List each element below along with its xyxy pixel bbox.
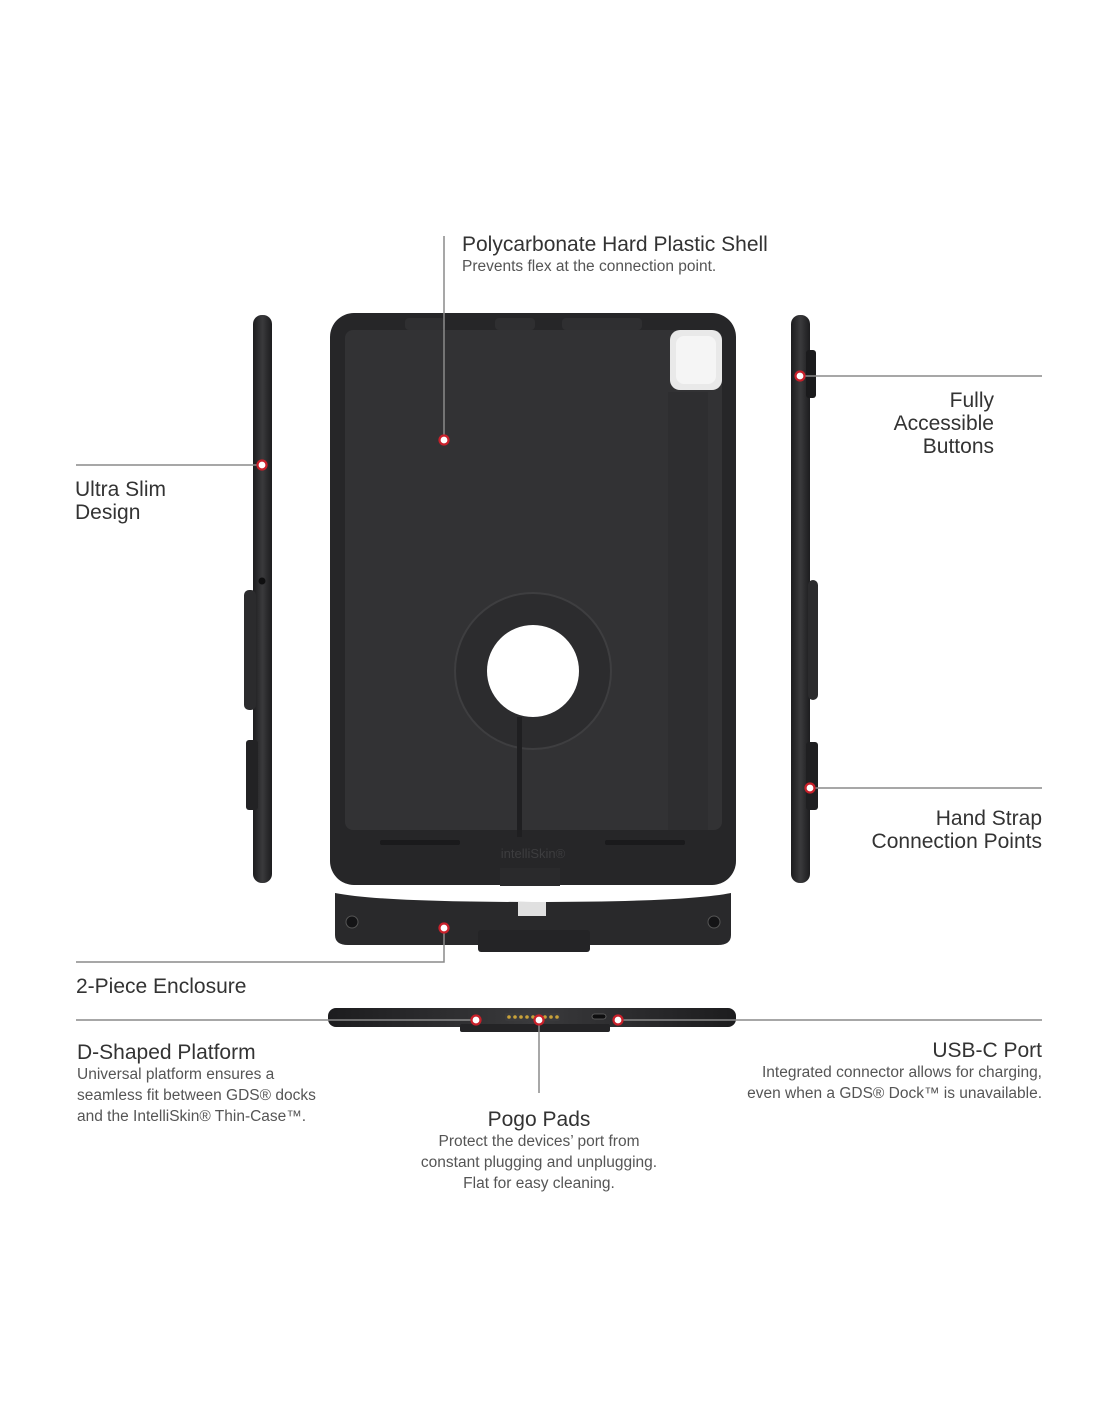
callout-platform-desc: Universal platform ensures a seamless fi… [77,1066,316,1125]
marker-usbc-icon [612,1014,624,1026]
marker-pogo-icon [533,1014,545,1026]
callout-markers [256,370,816,1026]
marker-buttons-icon [794,370,806,382]
callout-platform-title: D-Shaped Platform [77,1041,256,1064]
usb-c-port-icon [591,1013,607,1020]
callout-shell: Polycarbonate Hard Plastic Shell Prevent… [462,233,768,277]
callout-enclosure-title: 2-Piece Enclosure [76,975,247,998]
ring-cutout-icon [487,625,579,717]
callout-platform: D-Shaped Platform Universal platform ens… [77,1041,316,1127]
callout-pogo: Pogo Pads Protect the devices’ port from… [389,1108,689,1194]
callout-usbc: USB-C Port Integrated connector allows f… [682,1039,1042,1104]
left-side-profile [244,315,272,883]
marker-slim-icon [256,459,268,471]
bottom-edge-profile [328,1008,736,1032]
leader-lines [76,236,1042,1093]
case-logo-text: intelliSkin® [501,846,566,861]
callout-strap: Hand Strap Connection Points [782,807,1042,853]
callout-slim: Ultra Slim Design [75,478,166,524]
bottom-enclosure-piece [335,893,731,952]
callout-shell-title: Polycarbonate Hard Plastic Shell [462,233,768,256]
callout-pogo-desc: Protect the devices’ port from constant … [420,1133,658,1192]
callout-enclosure: 2-Piece Enclosure [76,975,246,998]
pogo-pins [505,1013,560,1021]
right-side-profile [791,315,818,883]
marker-strap-icon [804,782,816,794]
camera-cutout [670,330,722,390]
callout-strap-title: Hand Strap Connection Points [871,807,1042,853]
marker-shell-icon [438,434,450,446]
marker-platform-icon [470,1014,482,1026]
callout-usbc-desc: Integrated connector allows for charging… [747,1064,1042,1102]
callout-usbc-title: USB-C Port [932,1039,1042,1062]
callout-buttons: Fully Accessible Buttons [794,389,994,458]
callout-buttons-title: Fully Accessible Buttons [893,389,994,458]
callout-shell-desc: Prevents flex at the connection point. [462,258,717,275]
callout-slim-title: Ultra Slim Design [75,478,167,524]
back-shell [330,313,736,886]
callout-pogo-title: Pogo Pads [487,1108,591,1131]
marker-enclosure-icon [438,922,450,934]
